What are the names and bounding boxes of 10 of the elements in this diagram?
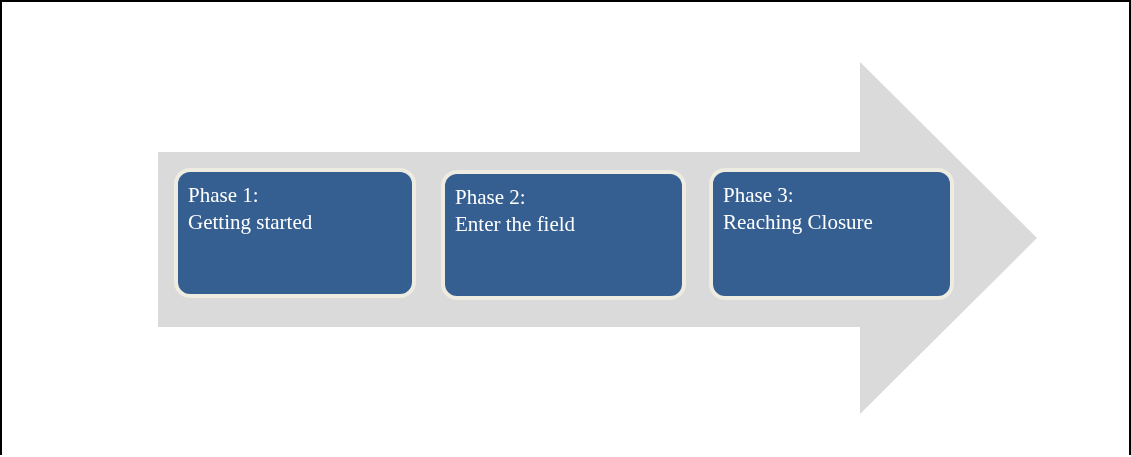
phase-title: Enter the field bbox=[455, 211, 576, 238]
phase-title: Getting started bbox=[188, 209, 313, 236]
phase-title: Reaching Closure bbox=[723, 209, 873, 236]
phase-heading: Phase 3: bbox=[723, 182, 794, 209]
phase-box bbox=[709, 168, 954, 300]
phase-box bbox=[174, 168, 416, 298]
phase-box bbox=[441, 170, 686, 300]
phase-heading: Phase 1: bbox=[188, 182, 259, 209]
phase-heading: Phase 2: bbox=[455, 184, 526, 211]
process-arrow bbox=[158, 62, 1037, 414]
